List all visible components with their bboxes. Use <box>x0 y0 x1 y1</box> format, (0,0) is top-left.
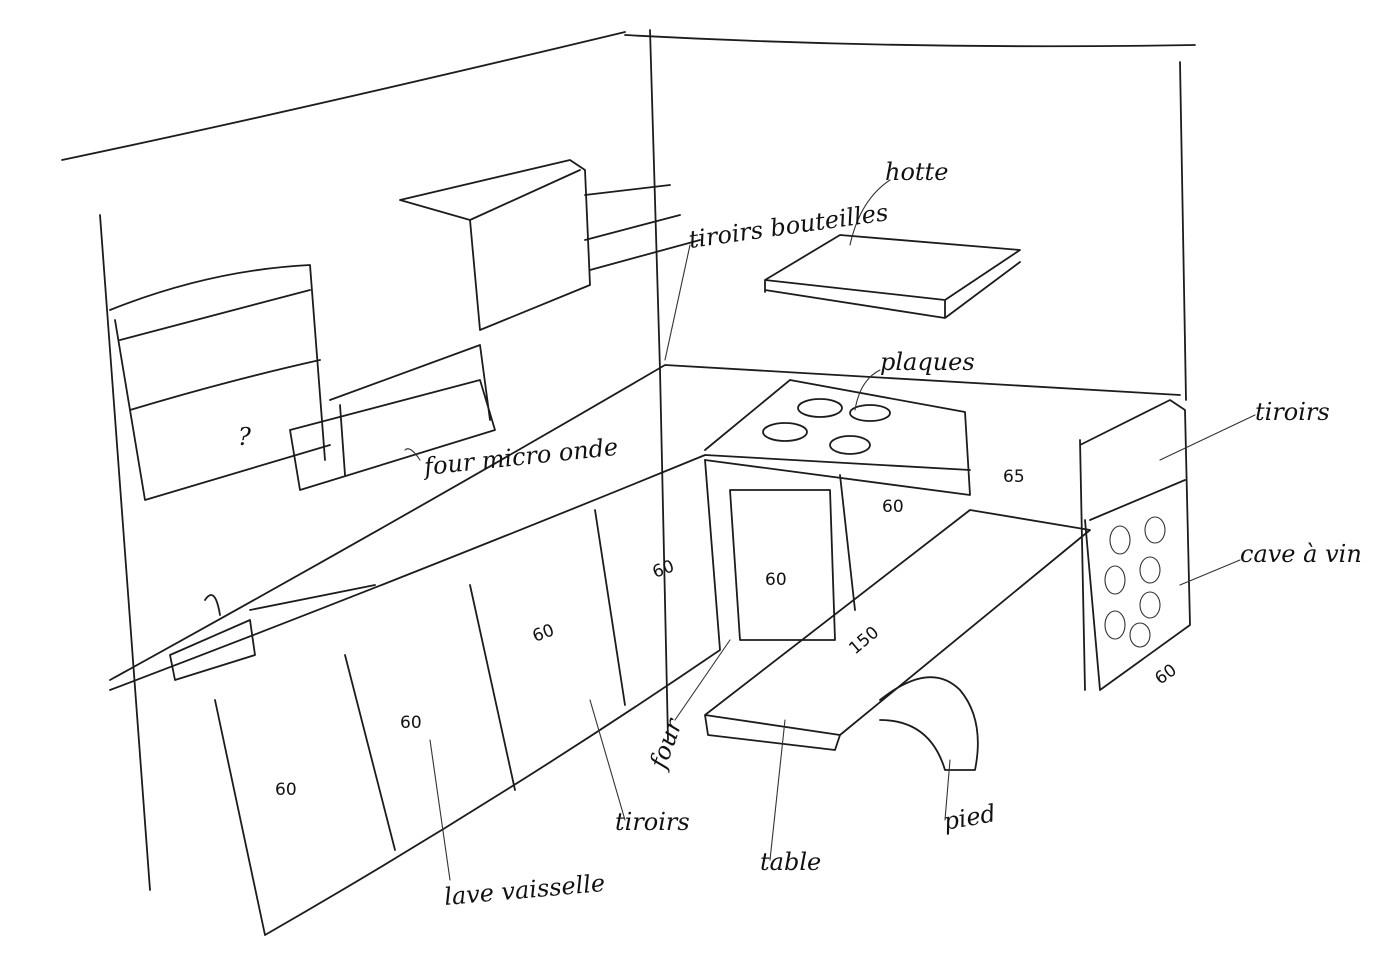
label-table: table <box>760 848 821 876</box>
leader-lines <box>404 179 1256 881</box>
wine-bottle-slots <box>1104 516 1166 648</box>
label-microwave: four micro onde <box>421 433 620 481</box>
hob-ring-3 <box>762 422 808 442</box>
label-wine-cellar: cave à vin <box>1240 540 1362 568</box>
hob-ring-1 <box>797 398 843 418</box>
upper-box <box>399 159 591 331</box>
hob-counter <box>704 379 971 496</box>
table-leg <box>879 676 979 771</box>
dim-table-length: 150 <box>845 623 883 659</box>
wall-corner <box>649 29 669 741</box>
label-drawers-bottom: tiroirs <box>615 808 690 836</box>
microwave <box>289 344 496 491</box>
wall-top-left <box>61 31 626 161</box>
hood-shape <box>764 234 1021 319</box>
counter-back <box>109 364 1181 681</box>
sink <box>169 584 376 681</box>
label-hobs: plaques <box>880 348 975 376</box>
label-bottle-drawers: tiroirs bouteilles <box>687 198 890 254</box>
oven <box>729 489 836 641</box>
label-drawers-right: tiroirs <box>1255 398 1330 426</box>
label-dishwasher: lave vaisselle <box>443 869 606 911</box>
wall-left <box>99 214 151 891</box>
label-question: ? <box>238 423 251 451</box>
hob-ring-2 <box>849 404 891 422</box>
wall-top-right <box>624 34 1196 48</box>
dim-corner-cabinet: 60 <box>650 557 677 583</box>
dim-sink-cabinet: 60 <box>275 780 297 800</box>
base-cabinets <box>214 459 856 936</box>
dim-island-depth: 65 <box>1003 467 1025 487</box>
counter-front <box>109 454 971 691</box>
hob-ring-4 <box>829 435 871 455</box>
label-oven: four <box>644 714 689 774</box>
dim-dishwasher: 60 <box>400 713 422 733</box>
dim-hob-cabinet: 60 <box>882 497 904 517</box>
wall-right <box>1179 61 1187 401</box>
wine-cabinet <box>1079 399 1191 691</box>
table-top <box>704 509 1091 751</box>
bottle-shelves <box>584 184 701 271</box>
label-hood: hotte <box>885 158 948 186</box>
label-leg: pied <box>941 799 998 836</box>
upper-cabinet-left <box>109 264 331 501</box>
dim-drawer-cabinet: 60 <box>530 621 557 647</box>
dim-oven-cabinet: 60 <box>765 570 787 590</box>
dim-wine-width: 60 <box>1151 660 1180 689</box>
